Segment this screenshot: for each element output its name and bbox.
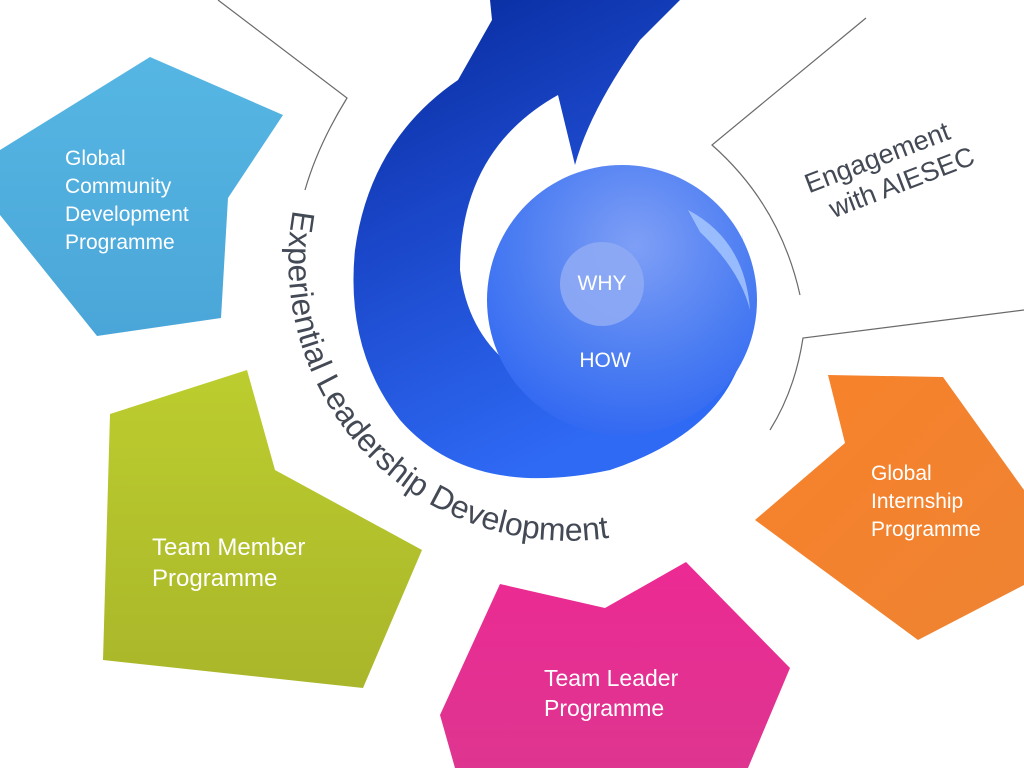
tmp-line: Programme	[152, 565, 278, 592]
tlp-line: Team Leader	[544, 665, 679, 691]
gip-shape[interactable]	[755, 375, 1024, 640]
gip-line: Programme	[871, 518, 981, 541]
how-label: HOW	[579, 349, 631, 372]
why-circle[interactable]	[560, 242, 644, 326]
outline-top-left	[217, 0, 348, 191]
gip-line: Global	[871, 462, 932, 485]
gcdp-line: Programme	[65, 231, 175, 254]
tmp-label: Team Member Programme	[152, 532, 305, 594]
tlp-line: Programme	[544, 695, 665, 721]
gip-line: Internship	[871, 490, 964, 513]
tmp-line: Team Member	[152, 534, 306, 561]
tlp-shape[interactable]	[440, 562, 790, 768]
disc-highlight	[688, 210, 750, 310]
why-label: WHY	[577, 272, 627, 295]
tmp-shape[interactable]	[103, 370, 422, 688]
gcdp-line: Development	[65, 203, 189, 226]
gip-label: Global Internship Programme	[871, 460, 981, 544]
gcdp-shape[interactable]	[0, 57, 283, 336]
outline-engagement	[711, 17, 867, 296]
outline-bottom-right	[769, 309, 1024, 431]
gcdp-line: Global	[65, 147, 126, 170]
gcdp-line: Community	[65, 175, 172, 198]
spiral-arrow-icon	[353, 0, 749, 479]
tlp-label: Team Leader Programme	[544, 663, 678, 723]
gcdp-label: Global Community Development Programme	[65, 145, 189, 257]
